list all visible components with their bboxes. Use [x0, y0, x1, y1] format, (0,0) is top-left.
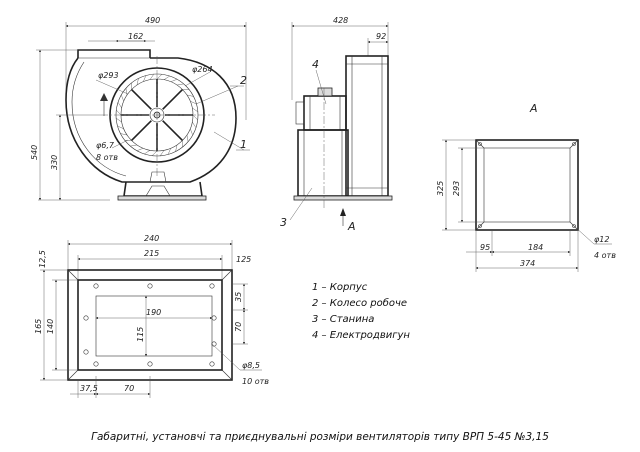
view-a-hole-count: 4 отв	[594, 251, 616, 260]
dim-162: 162	[128, 32, 143, 41]
legend-item-4: 4 – Електродвигун	[312, 330, 410, 341]
mounting-hole	[83, 349, 89, 355]
dim-374: 374	[520, 259, 535, 268]
impeller-blade	[175, 144, 178, 152]
view-arrow-a: A	[347, 220, 356, 233]
legend: 1 – Корпус 2 – Колесо робоче 3 – Станина…	[312, 282, 410, 341]
dim-190: 190	[146, 308, 161, 317]
plan-hole-d: φ8,5	[242, 361, 260, 370]
dim-95: 95	[480, 243, 490, 252]
impeller-spoke	[130, 120, 152, 142]
impeller-blade	[186, 134, 189, 142]
callout-3: 3	[280, 216, 287, 229]
callout-1: 1	[240, 138, 247, 151]
mounting-hole	[209, 361, 215, 367]
dim-240: 240	[144, 234, 159, 243]
mounting-hole	[83, 315, 89, 321]
impeller-blade	[163, 75, 170, 80]
dim-540: 540	[30, 145, 39, 160]
view-a: A 325 293 95 184 374 φ12 4 от	[436, 102, 616, 272]
impeller-blade	[149, 73, 155, 80]
mounting-hole	[93, 361, 99, 367]
dim-165: 165	[34, 319, 43, 334]
callout-4: 4	[312, 58, 319, 71]
dim-hole-d: φ6,7	[96, 141, 115, 150]
view-a-hole-d: φ12	[594, 235, 609, 244]
dim-92: 92	[376, 32, 386, 41]
front-view: 490 162 540	[30, 16, 250, 201]
callout-2: 2	[240, 74, 247, 87]
dim-293: 293	[452, 181, 461, 196]
impeller-blade	[117, 125, 124, 129]
dim-d293: φ293	[98, 71, 119, 80]
mounting-hole	[209, 283, 215, 289]
impeller-spoke	[162, 120, 184, 142]
impeller-blade	[190, 128, 193, 136]
impeller-blade	[143, 75, 147, 82]
impeller-blade	[156, 74, 163, 80]
impeller-blade	[116, 109, 122, 116]
legend-item-1: 1 – Корпус	[312, 282, 368, 293]
mounting-hole	[147, 283, 153, 289]
impeller-blade	[117, 102, 122, 109]
impeller-blade	[136, 78, 139, 86]
impeller-blade	[192, 114, 198, 121]
side-view: 428 92 4 3 A	[280, 16, 393, 233]
dim-115: 115	[136, 327, 145, 342]
dim-490: 490	[145, 16, 160, 25]
impeller-blade	[125, 88, 128, 96]
impeller-blade	[115, 117, 122, 123]
impeller-blade	[192, 121, 197, 128]
legend-item-3: 3 – Станина	[312, 314, 374, 325]
impeller-blade	[176, 83, 184, 86]
impeller-blade	[151, 150, 158, 156]
dim-325: 325	[436, 181, 445, 196]
mounting-hole	[211, 341, 217, 347]
dim-70-right: 70	[234, 322, 243, 332]
impeller-blade	[190, 101, 197, 105]
impeller-blade	[136, 148, 144, 151]
view-a-title: A	[529, 102, 538, 115]
impeller-blade	[130, 144, 138, 147]
legend-item-2: 2 – Колесо робоче	[312, 297, 407, 309]
impeller-blade	[144, 150, 151, 155]
dim-37-5: 37,5	[80, 384, 98, 393]
impeller-blade	[120, 133, 128, 136]
plan-hole-count: 10 отв	[242, 377, 269, 386]
dim-125-right: 125	[236, 255, 251, 264]
dim-12-5: 12,5	[38, 250, 47, 268]
dim-330: 330	[50, 155, 59, 170]
dim-184: 184	[528, 243, 543, 252]
drawing-caption: Габаритні, установчі та приєднувальні ро…	[91, 431, 549, 443]
impeller-blade	[192, 107, 199, 113]
mounting-hole	[211, 315, 217, 321]
dim-428: 428	[333, 16, 348, 25]
mounting-hole	[147, 361, 153, 367]
impeller-blade	[186, 94, 194, 97]
dim-140: 140	[46, 319, 55, 334]
impeller-spoke	[130, 88, 152, 110]
base-plan: 240 215 125 12,5 190 115 165 140	[34, 234, 269, 398]
dim-215: 215	[144, 249, 159, 258]
impeller-blade	[170, 79, 178, 82]
dim-d264: φ264	[192, 65, 213, 74]
impeller-spoke	[162, 88, 184, 110]
dim-35: 35	[234, 292, 243, 302]
dim-70-bottom: 70	[124, 384, 134, 393]
impeller-blade	[121, 94, 124, 102]
impeller-blade	[159, 150, 165, 157]
dim-hole-count: 8 отв	[96, 153, 118, 162]
impeller-blade	[167, 148, 171, 155]
mounting-hole	[93, 283, 99, 289]
